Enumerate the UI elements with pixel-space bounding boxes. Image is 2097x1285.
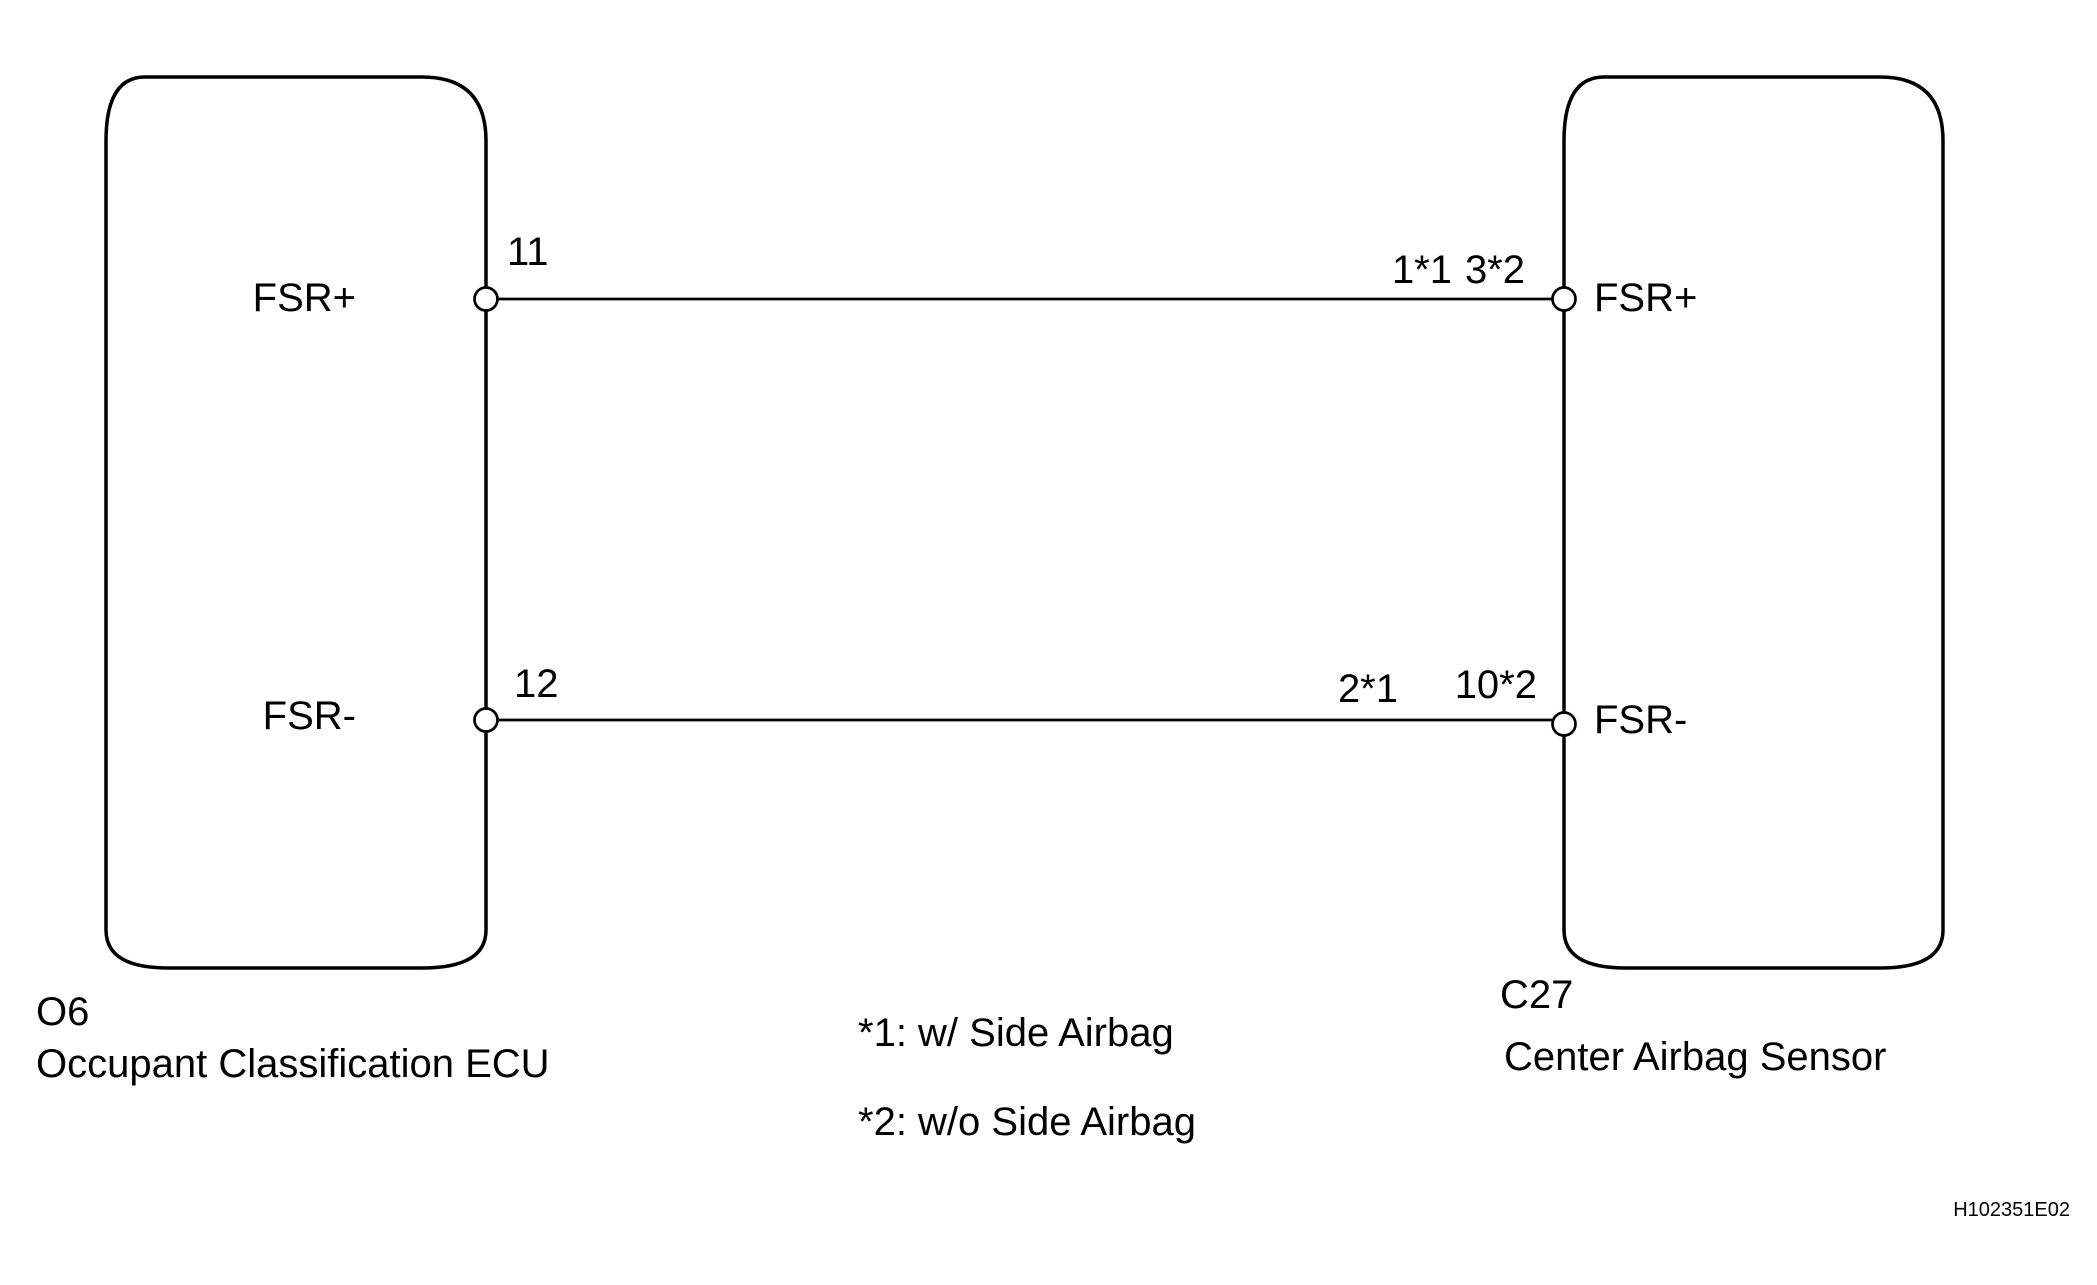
terminal-right-fsr-minus bbox=[1551, 711, 1577, 737]
left-pin-2-name: FSR- bbox=[263, 694, 356, 738]
terminal-right-fsr-plus bbox=[1551, 286, 1577, 312]
right-pin-1-name: FSR+ bbox=[1594, 276, 1697, 320]
right-component: FSR+ 1*1 3*2 FSR- 2*1 10*2 C27 Center Ai… bbox=[1338, 75, 1945, 1079]
right-pin-2-number-a: 2*1 bbox=[1338, 667, 1398, 711]
right-pin-2-number-b: 10*2 bbox=[1455, 663, 1537, 707]
note-2: *2: w/o Side Airbag bbox=[858, 1100, 1196, 1144]
terminals bbox=[473, 286, 1577, 737]
notes: *1: w/ Side Airbag *2: w/o Side Airbag bbox=[858, 1011, 1196, 1144]
right-pin-1-number-a: 1*1 bbox=[1392, 248, 1452, 292]
right-component-code: C27 bbox=[1500, 973, 1573, 1017]
left-pin-2-number: 12 bbox=[514, 662, 559, 706]
left-component-name: Occupant Classification ECU bbox=[36, 1042, 550, 1086]
right-component-name: Center Airbag Sensor bbox=[1504, 1035, 1886, 1079]
left-pin-1-name: FSR+ bbox=[253, 276, 356, 320]
figure-id: H102351E02 bbox=[1953, 1199, 2070, 1221]
wires bbox=[486, 297, 1564, 722]
left-pin-1-number: 11 bbox=[507, 230, 549, 274]
right-pin-1-number-b: 3*2 bbox=[1465, 248, 1525, 292]
left-component-code: O6 bbox=[36, 990, 89, 1034]
terminal-left-fsr-minus bbox=[473, 707, 499, 733]
note-1: *1: w/ Side Airbag bbox=[858, 1011, 1174, 1055]
right-pin-2-name: FSR- bbox=[1594, 698, 1687, 742]
right-component-body bbox=[1562, 75, 1945, 970]
left-component-body bbox=[104, 75, 488, 970]
left-component: FSR+ 11 FSR- 12 O6 Occupant Classificati… bbox=[36, 75, 559, 1086]
terminal-left-fsr-plus bbox=[473, 286, 499, 312]
